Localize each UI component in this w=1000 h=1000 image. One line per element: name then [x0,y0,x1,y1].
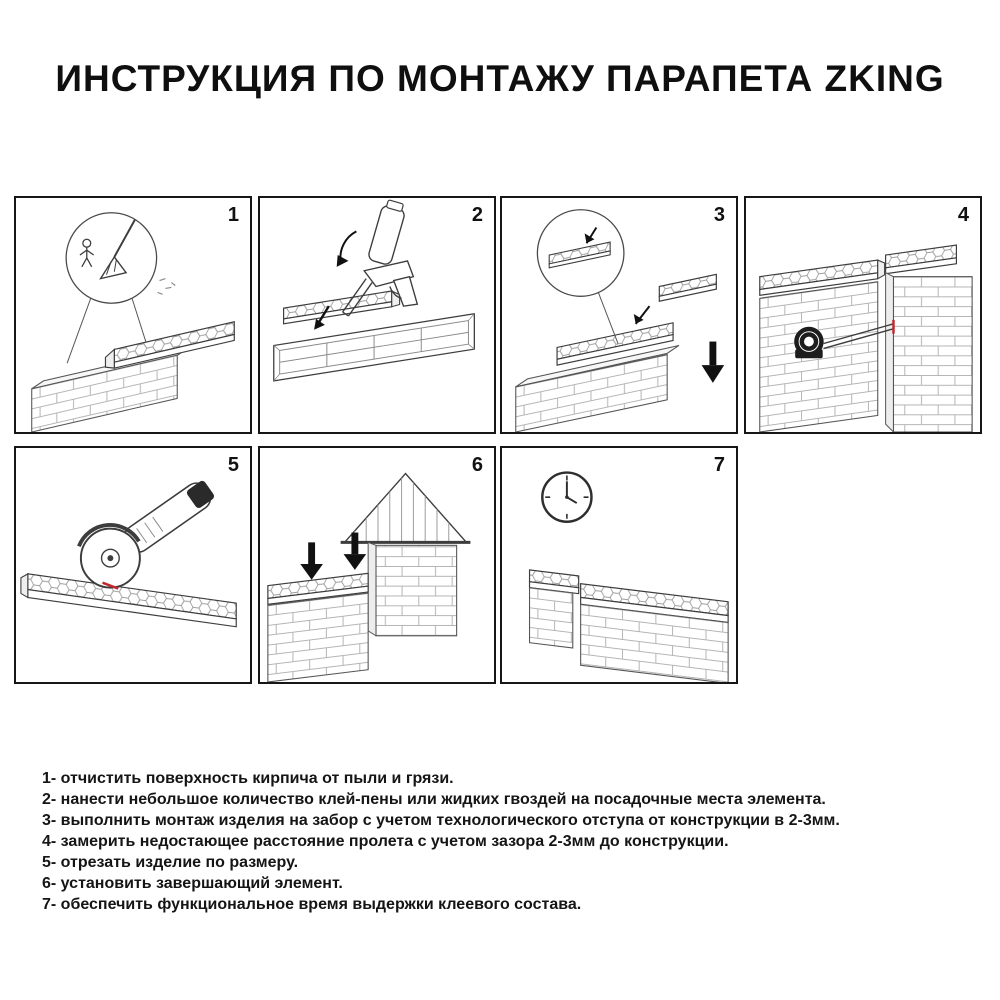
roof-gable [340,472,471,544]
cut-mark [102,581,119,590]
apply-arrow-icon [314,305,330,330]
instruction-list: 1- отчистить поверхность кирпича от пыли… [42,768,962,915]
step-panel-2: 2 [258,196,496,434]
foam-gun-icon [342,199,419,317]
rotate-arrow-icon [336,230,357,267]
step-number: 3 [713,204,725,226]
magnifier-circle [65,212,158,304]
instruction-step-2: 2- нанести небольшое количество клей-пен… [42,791,826,808]
instruction-step-5: 5- отрезать изделие по размеру. [42,854,299,871]
instruction-step-6: 6- установить завершающий элемент. [42,875,343,892]
pillar-cap [885,244,957,275]
step-panel-4: 4 [744,196,982,434]
down-arrow-icon [343,532,367,570]
step-number: 6 [471,454,483,476]
tape-measure-icon [794,323,894,359]
step-number: 2 [471,204,483,226]
foam-gun-illustration [273,199,475,382]
instruction-step-7: 7- обеспечить функциональное время выдер… [42,896,582,913]
step-panel-1: 1 [14,196,252,434]
place-arrow-icon [633,305,651,325]
down-arrow-icon [300,542,323,580]
instruction-step-4: 4- замерить недостающее расстояние проле… [42,833,729,850]
final-element-illustration [267,472,471,682]
step-number: 1 [227,204,239,226]
mounting-illustration [515,209,725,432]
step-number: 5 [227,454,239,476]
dust-specks [157,278,176,295]
step-panel-5: 5 [14,446,252,684]
house-wall [375,544,458,637]
cutting-illustration [20,480,237,628]
step-panel-3: 3 [500,196,738,434]
instruction-step-1: 1- отчистить поверхность кирпича от пыли… [42,770,454,787]
incoming-element [658,273,717,302]
measuring-illustration [759,244,973,432]
detail-arrow-icon [584,226,598,244]
instruction-step-3: 3- выполнить монтаж изделия на забор с у… [42,812,840,829]
clock-icon [541,471,593,523]
element-underside [273,312,475,382]
step-number: 4 [957,204,969,226]
brick-pillar [892,276,973,432]
page-title: ИНСТРУКЦИЯ ПО МОНТАЖУ ПАРАПЕТА ZKING [55,58,945,99]
angle-grinder-icon [77,480,214,589]
broom-icon [99,219,136,280]
waiting-illustration [528,471,729,682]
down-arrow-icon [701,341,725,383]
brush-cleaning-illustration [31,212,235,432]
person-icon [79,238,95,268]
step-number: 7 [713,454,725,476]
element-top [283,290,401,325]
step-panel-6: 6 [258,446,496,684]
step-panel-7: 7 [500,446,738,684]
